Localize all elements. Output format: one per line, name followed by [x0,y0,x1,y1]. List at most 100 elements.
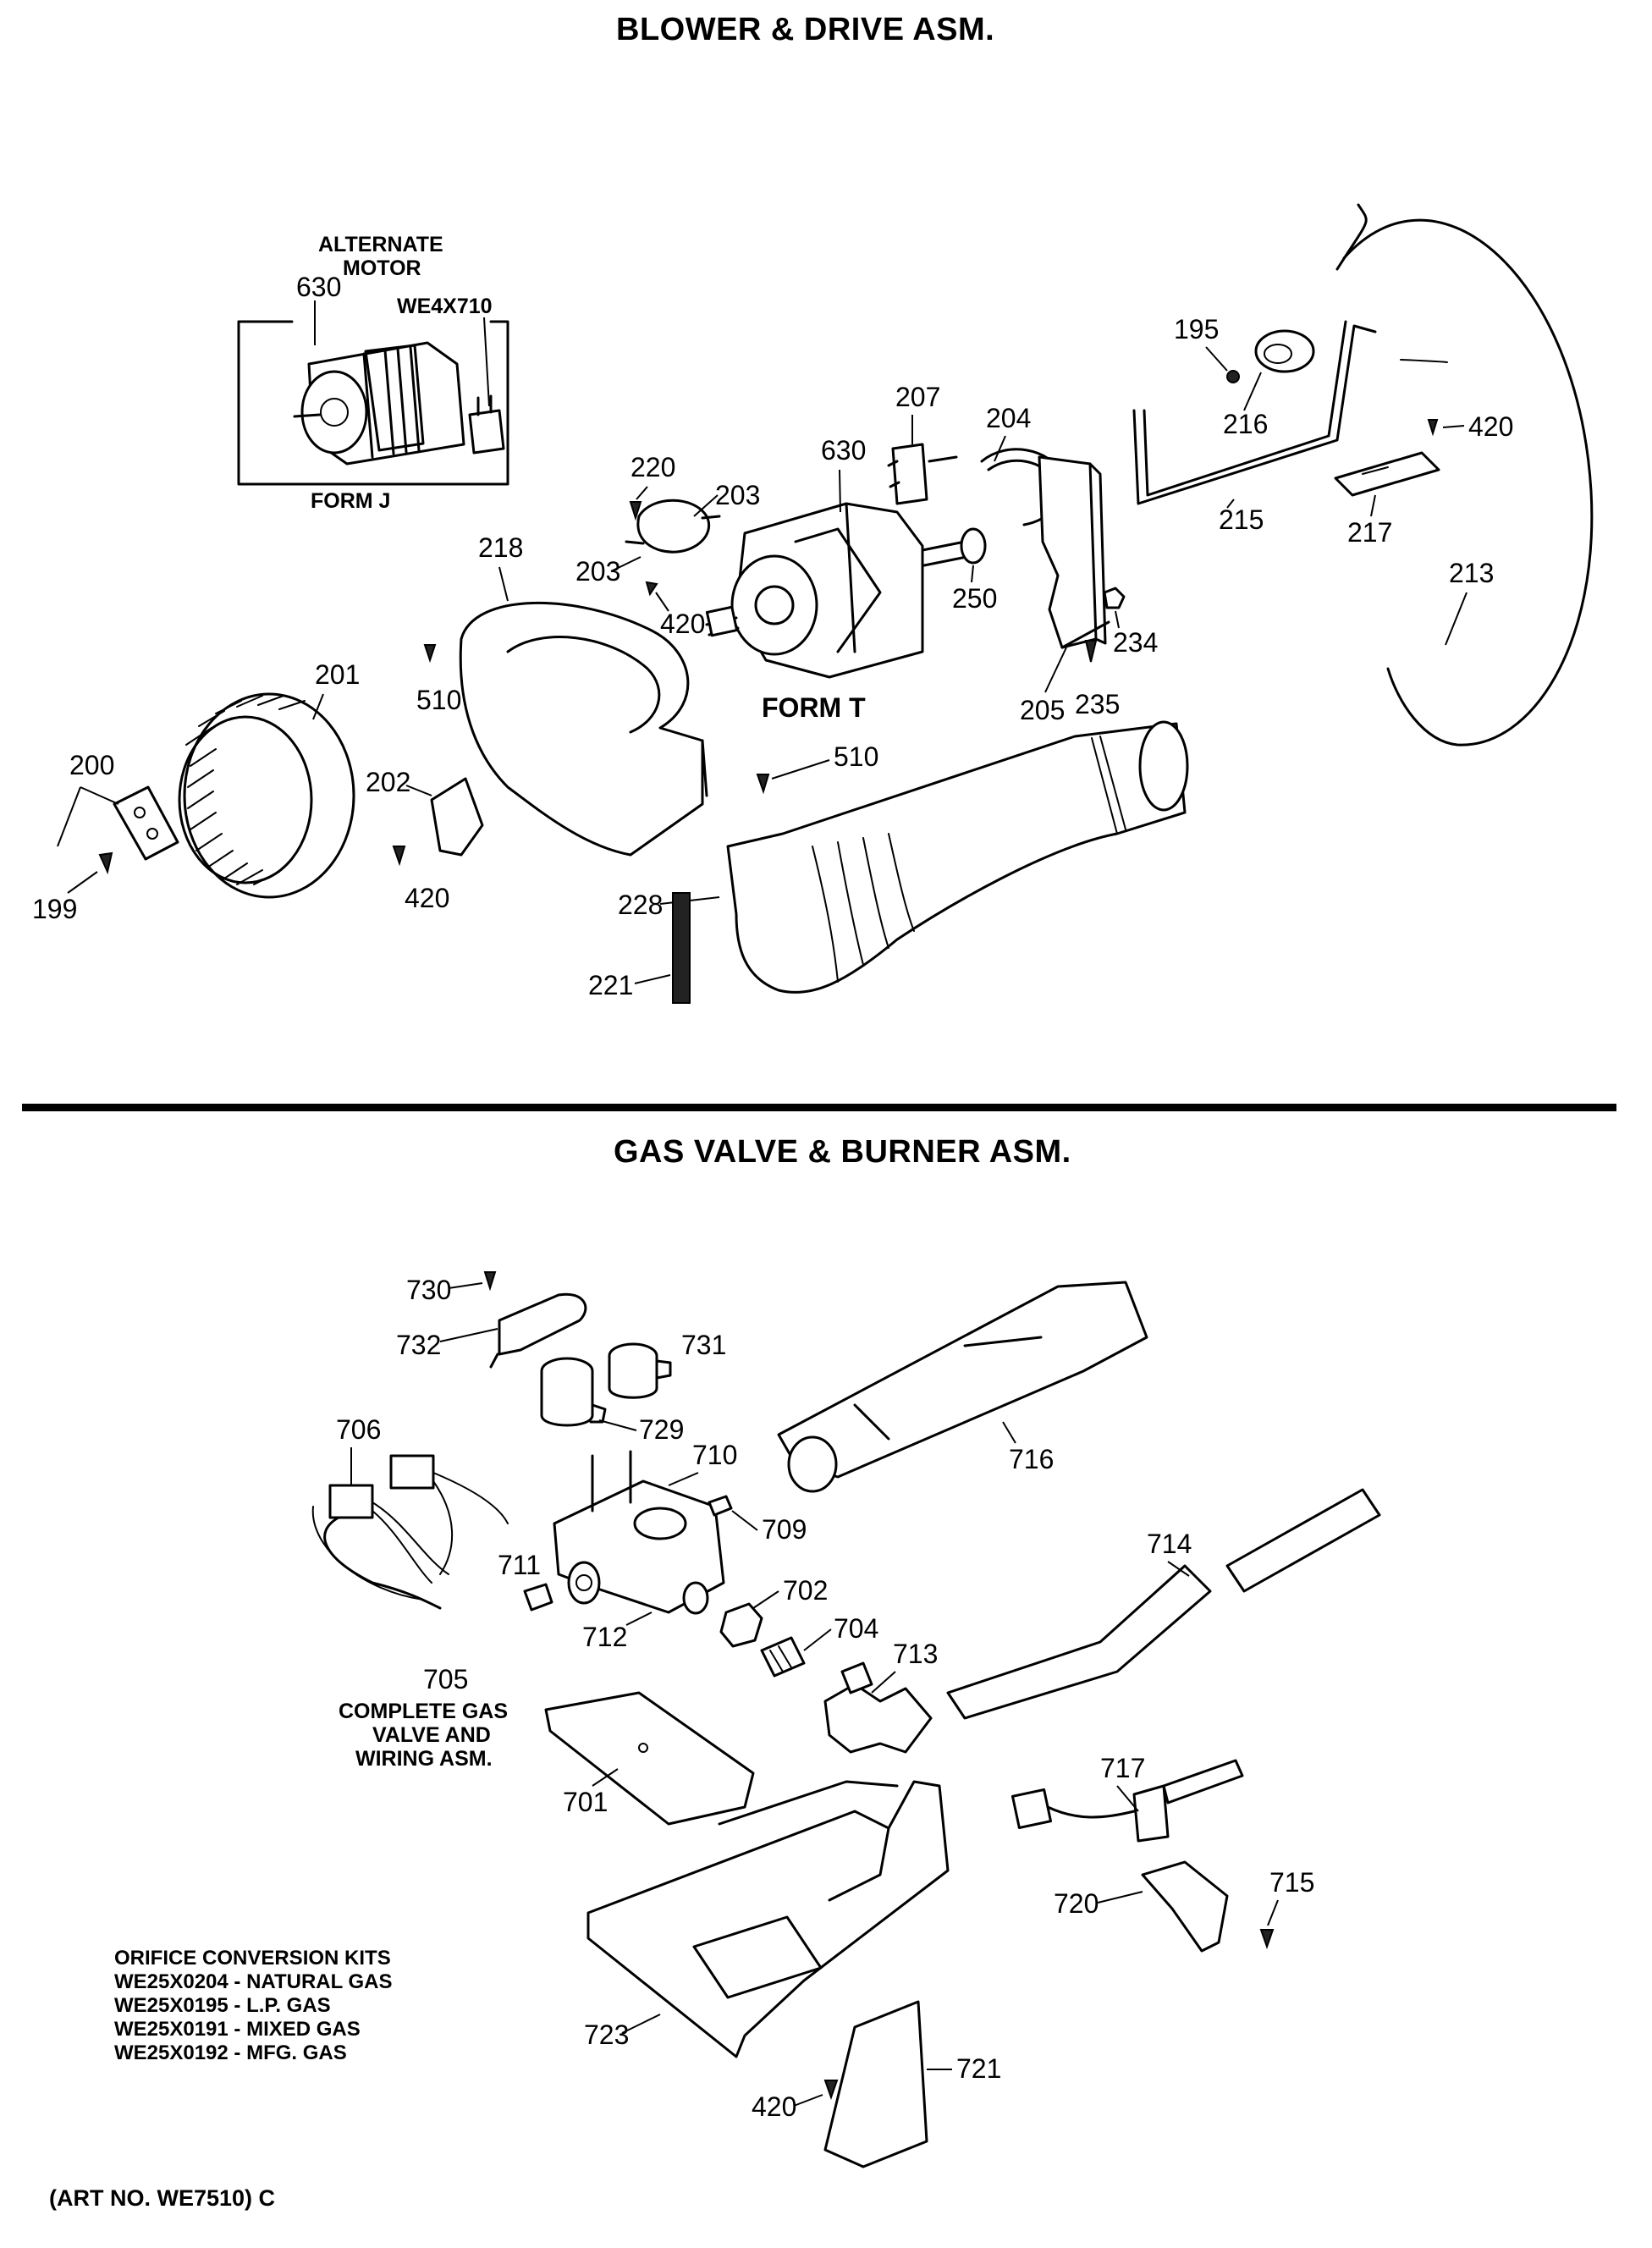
screw-420-shield-icon [823,2080,839,2101]
label-711: 711 [498,1550,541,1580]
screw-730-icon [483,1271,497,1292]
label-723: 723 [584,2019,629,2050]
label-706: 706 [336,1414,381,1445]
exhaust-duct-228-icon [726,720,1189,994]
gas-pipe-714-icon [946,1488,1381,1720]
label-720: 720 [1054,1888,1099,1919]
label-714: 714 [1147,1529,1192,1559]
label-709: 709 [762,1514,807,1545]
screw-715-icon [1259,1929,1275,1950]
label-701: 701 [563,1787,608,1817]
label-203-upper: 203 [715,480,760,510]
burner-bracket-723-icon [586,1780,950,2058]
label-731: 731 [681,1330,726,1360]
label-207: 207 [895,382,940,412]
wiring-harness-706-icon [311,1454,509,1610]
screw-420-motor-icon [645,581,658,597]
section-divider [22,1104,1616,1111]
label-220: 220 [631,452,675,482]
blower-clip-200-icon [113,785,179,861]
label-717: 717 [1100,1753,1145,1783]
bracket-720-icon [1141,1860,1229,1953]
idler-pulley-216-icon [1254,329,1315,373]
screw-510-duct-icon [756,774,770,795]
burner-716-icon [777,1281,1148,1493]
idler-arm-215-icon [1132,320,1377,505]
screw-420-front-icon [392,846,406,867]
clip-195-icon [1226,370,1240,383]
label-203-lower: 203 [575,556,620,587]
gas-valve-burner-title: GAS VALVE & BURNER ASM. [614,1134,1071,1170]
kit-item: WE25X0191 - MIXED GAS [114,2018,361,2041]
coil-729-icon [540,1357,607,1427]
alternate-motor-caption-1: ALTERNATE [318,233,443,256]
label-420-front: 420 [405,883,449,913]
label-204: 204 [986,403,1031,433]
kit-item: WE25X0204 - NATURAL GAS [114,1970,393,1993]
label-213: 213 [1449,558,1494,588]
label-712: 712 [582,1622,627,1652]
elbow-713-icon [823,1661,933,1754]
form-t-caption: FORM T [762,692,866,723]
coil-cover-732-icon [489,1292,587,1369]
switch-we4x710-icon [468,394,505,455]
label-201: 201 [315,659,360,690]
label-715: 715 [1269,1867,1314,1898]
label-199: 199 [32,894,77,924]
label-420-top: 420 [1468,411,1513,442]
blower-drive-title: BLOWER & DRIVE ASM. [616,12,995,47]
drum-213-icon [1335,203,1594,747]
centrifugal-switch-207-icon [887,443,958,505]
label-732: 732 [396,1330,441,1360]
label-228: 228 [618,890,663,920]
orifice-conversion-kits: ORIFICE CONVERSION KITS WE25X0204 - NATU… [114,1947,393,2065]
alternate-motor-box: ALTERNATE MOTOR FORM J 630 WE4X710 [237,233,509,513]
seal-221-icon [672,892,691,1004]
label-710: 710 [692,1440,737,1470]
label-705: 705 [423,1664,468,1694]
nut-702-icon [719,1602,763,1648]
fitting-704-icon [760,1636,806,1678]
label-716: 716 [1009,1444,1054,1474]
orifice-709-icon [708,1495,733,1517]
label-200: 200 [69,750,114,780]
alternate-motor-icon [293,341,465,466]
label-235: 235 [1075,689,1120,719]
label-510-duct: 510 [834,741,878,772]
motor-clip-203-icon [625,499,721,554]
bracket-217-icon [1334,451,1440,497]
label-we4x710: WE4X710 [397,295,493,318]
screw-235-icon [1084,640,1098,663]
label-420-shield: 420 [752,2091,796,2122]
shield-721-icon [823,2000,928,2168]
label-250: 250 [952,583,997,614]
screw-220-icon [629,501,642,521]
label-221: 221 [588,970,633,1000]
complete-gas-caption-3: WIRING ASM. [355,1747,493,1771]
complete-gas-caption-2: VALVE AND [372,1723,491,1747]
art-number: (ART NO. WE7510) C [49,2185,276,2211]
blower-housing-218-icon [459,601,708,857]
label-729: 729 [639,1414,684,1445]
label-215: 215 [1219,504,1264,535]
igniter-717-icon [1010,1759,1244,1843]
label-702: 702 [783,1575,828,1606]
label-420-motor: 420 [660,609,705,639]
alternate-motor-caption-2: MOTOR [343,256,421,280]
screw-420-icon [1427,419,1439,437]
nut-234-icon [1103,587,1126,609]
valve-bracket-701-icon [544,1691,755,1826]
kit-item: WE25X0195 - L.P. GAS [114,1994,331,2017]
drive-motor-630-icon [705,502,987,679]
form-j-caption: FORM J [311,489,390,513]
label-630-alternate: 630 [296,272,341,302]
screw-510-housing-icon [423,644,437,664]
label-202: 202 [366,767,410,797]
motor-mount-204-205-icon [980,448,1110,649]
label-216: 216 [1223,409,1268,439]
gas-valve-712-icon [553,1450,725,1615]
label-205: 205 [1020,695,1065,725]
label-510-housing: 510 [416,685,461,715]
blower-wheel-201-icon [178,692,355,899]
